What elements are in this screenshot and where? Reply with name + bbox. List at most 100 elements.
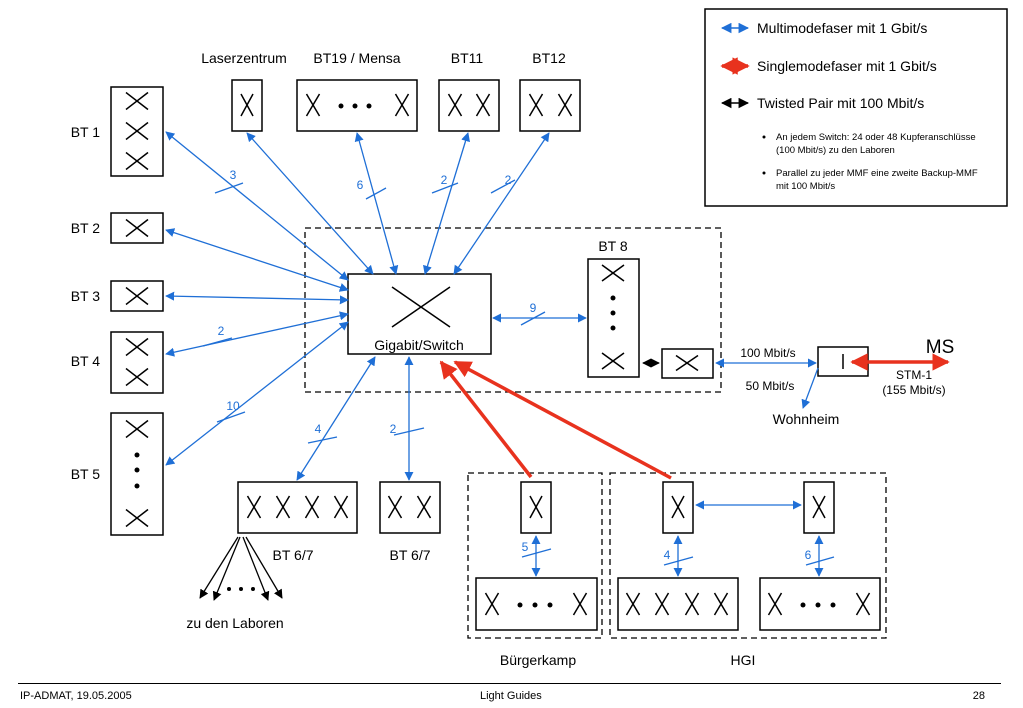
- bt67a-label: BT 6/7: [273, 547, 314, 563]
- fiber-links: [165, 131, 835, 577]
- legend: Multimodefaser mit 1 Gbit/s Singlemodefa…: [704, 8, 1008, 207]
- switch-x-icon: [812, 495, 826, 519]
- ellipsis-dot: [134, 467, 140, 473]
- switch-x-icon: [767, 592, 783, 616]
- fiber-link-wohnheim: [801, 367, 819, 409]
- switch-x-icon: [394, 93, 410, 117]
- ellipsis-dot: [800, 602, 806, 608]
- core-switch: [347, 273, 492, 355]
- switch-x-icon: [333, 495, 349, 519]
- fiber-link-laser: [246, 132, 374, 275]
- ellipsis-dot: [547, 602, 553, 608]
- labs-label: zu den Laboren: [186, 615, 283, 631]
- hgi-left-bottom-box: [617, 577, 739, 631]
- footer-right: 28: [972, 690, 985, 702]
- switch-x-icon: [125, 91, 149, 111]
- bt1-label: BT 1: [71, 124, 101, 140]
- fiber-count-bt1: 3: [230, 168, 237, 182]
- switch-x-icon: [125, 218, 149, 238]
- legend-twisted-label: Twisted Pair mit 100 Mbit/s: [757, 95, 924, 111]
- fiber-count-bt19: 6: [357, 178, 364, 192]
- switch-x-icon: [125, 367, 149, 387]
- fiber-bundle-tick: [214, 182, 244, 194]
- bt8-box: [587, 258, 640, 378]
- fiber-count-bt4: 2: [218, 324, 225, 338]
- fiber-count-bt8: 9: [530, 301, 537, 315]
- legend-note1-line2: (100 Mbit/s) zu den Laboren: [776, 145, 895, 156]
- bt67b-label: BT 6/7: [390, 547, 431, 563]
- core-switch-x-icon: [391, 286, 451, 328]
- switch-x-icon: [416, 495, 432, 519]
- fiber-count-bt11: 2: [441, 173, 448, 187]
- legend-box: [704, 8, 1008, 207]
- fiber-link-bt5: [165, 321, 349, 466]
- ellipsis-dot: [610, 310, 616, 316]
- fiber-link-bt67a: [296, 356, 376, 481]
- fiber-link-bt3: [165, 291, 349, 305]
- switch-x-icon: [654, 592, 670, 616]
- bt11-box: [438, 79, 500, 132]
- lab-links: [199, 536, 283, 601]
- switch-x-icon: [625, 592, 641, 616]
- legend-note1-line1: An jedem Switch: 24 oder 48 Kupferanschl…: [776, 132, 976, 143]
- switch-x-icon: [671, 495, 685, 519]
- rate-50-label: 50 Mbit/s: [746, 379, 795, 393]
- fiber-link-bt1: [165, 131, 349, 281]
- switch-x-icon: [855, 592, 871, 616]
- footer-divider: [18, 683, 1001, 684]
- legend-singlemode-label: Singlemodefaser mit 1 Gbit/s: [757, 58, 937, 74]
- switch-x-icon: [125, 337, 149, 357]
- bt5-box: [110, 412, 164, 536]
- singlemode-link-buergerkamp: [439, 360, 533, 479]
- fiber-bundle-tick: [805, 556, 835, 566]
- switch-x-icon: [246, 495, 262, 519]
- fiber-count-bt12: 2: [505, 173, 512, 187]
- fiber-count-bt67b: 2: [390, 422, 397, 436]
- fiber-count-bt67a: 4: [315, 422, 322, 436]
- switch-x-icon: [557, 93, 573, 117]
- fiber-bundle-tick: [216, 411, 246, 423]
- bt4-label: BT 4: [71, 353, 101, 369]
- fiber-bundle-tick: [307, 436, 338, 444]
- fiber-count-buergerkamp: 5: [522, 540, 529, 554]
- legend-note2-line2: mit 100 Mbit/s: [776, 181, 835, 192]
- ellipsis-dot: [830, 602, 836, 608]
- ellipsis-dot: [517, 602, 523, 608]
- stm1-label: STM-1: [896, 368, 932, 382]
- switch-x-icon: [305, 93, 321, 117]
- switch-x-icon: [475, 93, 491, 117]
- ellipsis-dot: [532, 602, 538, 608]
- switch-x-icon: [529, 495, 543, 519]
- switch-x-icon: [125, 508, 149, 528]
- switch-x-icon: [675, 354, 699, 372]
- core-switch-label: Gigabit/Switch: [374, 337, 463, 353]
- footer-center: Light Guides: [480, 690, 542, 702]
- bt67a-box: [237, 481, 358, 534]
- switch-x-icon: [601, 264, 625, 282]
- fiber-link-bt2: [165, 228, 349, 292]
- buergerkamp-top-box: [520, 481, 552, 534]
- fiber-bundle-tick: [202, 337, 233, 347]
- singlemode-link-hgi: [453, 360, 672, 480]
- switch-x-icon: [304, 495, 320, 519]
- switch-x-icon: [684, 592, 700, 616]
- switch-x-icon: [275, 495, 291, 519]
- legend-bullet: [762, 135, 766, 139]
- fiber-count-hgi-left: 4: [664, 548, 671, 562]
- fiber-link-bt19: [354, 132, 399, 275]
- bt11-label: BT11: [451, 50, 484, 66]
- rate-100-label: 100 Mbit/s: [740, 346, 795, 360]
- legend-bullet: [762, 171, 766, 175]
- footer-left: IP-ADMAT, 19.05.2005: [20, 690, 132, 702]
- fiber-link-bt12: [453, 132, 550, 275]
- legend-multimode-label: Multimodefaser mit 1 Gbit/s: [757, 20, 927, 36]
- buergerkamp-label: Bürgerkamp: [500, 652, 576, 668]
- bt19-label: BT19 / Mensa: [313, 50, 400, 66]
- ms-label: MS: [926, 337, 955, 358]
- switch-x-icon: [601, 352, 625, 370]
- switch-glyphs: [125, 91, 871, 616]
- switch-x-icon: [528, 93, 544, 117]
- switch-x-icon: [447, 93, 463, 117]
- bt67b-box: [379, 481, 441, 534]
